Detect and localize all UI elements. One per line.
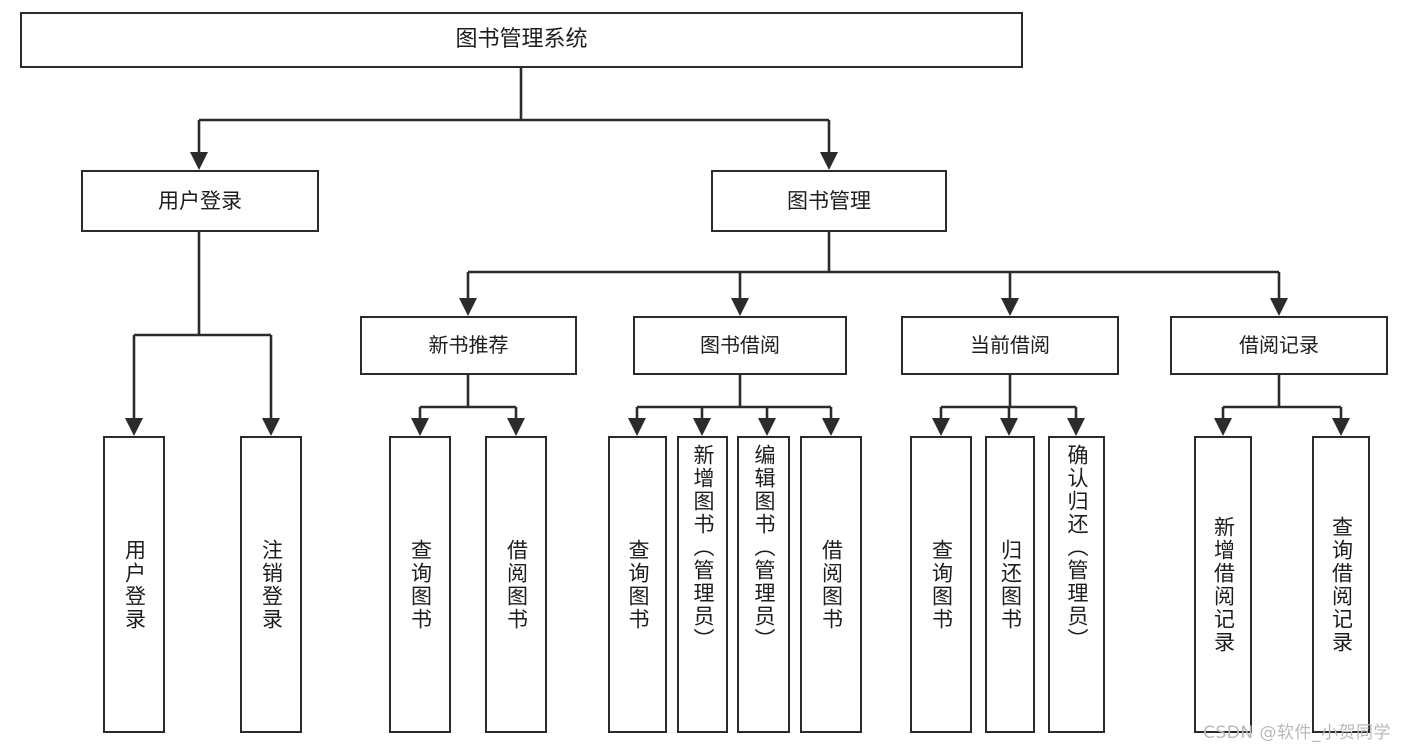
leaf-inner: 新增图书（管理员） <box>679 438 726 737</box>
leaf-edit-book-admin[interactable]: 编辑图书（管理员） <box>737 436 790 733</box>
node-label: 归还图书 <box>998 538 1023 631</box>
node-label: 新增借阅记录 <box>1211 515 1236 654</box>
leaf-inner: 确认归还（管理员） <box>1050 438 1103 737</box>
node-borrowing-record[interactable]: 借阅记录 <box>1170 316 1388 375</box>
leaf-inner: 注销登录 <box>242 438 300 731</box>
node-label: 借阅记录 <box>1239 332 1319 357</box>
node-label: 借阅图书 <box>819 538 844 631</box>
node-book-management[interactable]: 图书管理 <box>711 170 947 232</box>
leaf-inner: 编辑图书（管理员） <box>739 438 788 737</box>
leaf-add-borrow-record[interactable]: 新增借阅记录 <box>1194 436 1252 733</box>
node-label: 图书管理系统 <box>455 26 588 52</box>
node-user-login[interactable]: 用户登录 <box>81 170 319 232</box>
node-book-borrowing[interactable]: 图书借阅 <box>633 316 847 375</box>
leaf-query-book-current[interactable]: 查询图书 <box>910 436 972 733</box>
node-label: 当前借阅 <box>970 332 1050 357</box>
node-label: 查询借阅记录 <box>1329 515 1354 654</box>
node-label: 注销登录 <box>259 538 284 631</box>
node-label: 图书管理 <box>787 188 871 213</box>
leaf-inner: 新增借阅记录 <box>1196 438 1250 731</box>
node-root-book-management-system[interactable]: 图书管理系统 <box>20 12 1023 68</box>
leaf-inner: 查询图书 <box>391 438 449 731</box>
leaf-query-book-borrow[interactable]: 查询图书 <box>608 436 667 733</box>
node-label: 图书借阅 <box>700 332 780 357</box>
leaf-inner: 借阅图书 <box>802 438 860 731</box>
leaf-confirm-return-admin[interactable]: 确认归还（管理员） <box>1048 436 1105 733</box>
leaf-user-login[interactable]: 用户登录 <box>103 436 165 733</box>
node-label: 借阅图书 <box>504 538 529 631</box>
leaf-inner: 用户登录 <box>105 438 163 731</box>
leaf-inner: 查询借阅记录 <box>1314 438 1368 731</box>
node-label: 用户登录 <box>158 188 242 213</box>
node-label: 新书推荐 <box>428 332 509 357</box>
leaf-query-book-recommend[interactable]: 查询图书 <box>389 436 451 733</box>
node-label: 查询图书 <box>626 538 650 631</box>
node-label: 新增图书（管理员） <box>691 444 715 651</box>
leaf-add-book-admin[interactable]: 新增图书（管理员） <box>677 436 728 733</box>
node-label: 编辑图书（管理员） <box>752 444 776 651</box>
leaf-query-borrow-record[interactable]: 查询借阅记录 <box>1312 436 1370 733</box>
node-label: 确认归还（管理员） <box>1065 444 1089 651</box>
node-label: 用户登录 <box>122 538 147 631</box>
leaf-inner: 归还图书 <box>987 438 1033 731</box>
leaf-logout[interactable]: 注销登录 <box>240 436 302 733</box>
node-current-borrowing[interactable]: 当前借阅 <box>901 316 1119 375</box>
leaf-inner: 查询图书 <box>610 438 665 731</box>
csdn-watermark: CSDN @软件_小贺同学 <box>1203 723 1391 743</box>
leaf-inner: 查询图书 <box>912 438 970 731</box>
leaf-inner: 借阅图书 <box>487 438 545 731</box>
leaf-borrow-book[interactable]: 借阅图书 <box>800 436 862 733</box>
node-label: 查询图书 <box>408 538 433 631</box>
node-new-book-recommendation[interactable]: 新书推荐 <box>360 316 577 375</box>
leaf-borrow-book-recommend[interactable]: 借阅图书 <box>485 436 547 733</box>
leaf-return-book[interactable]: 归还图书 <box>985 436 1035 733</box>
node-label: 查询图书 <box>929 538 954 631</box>
